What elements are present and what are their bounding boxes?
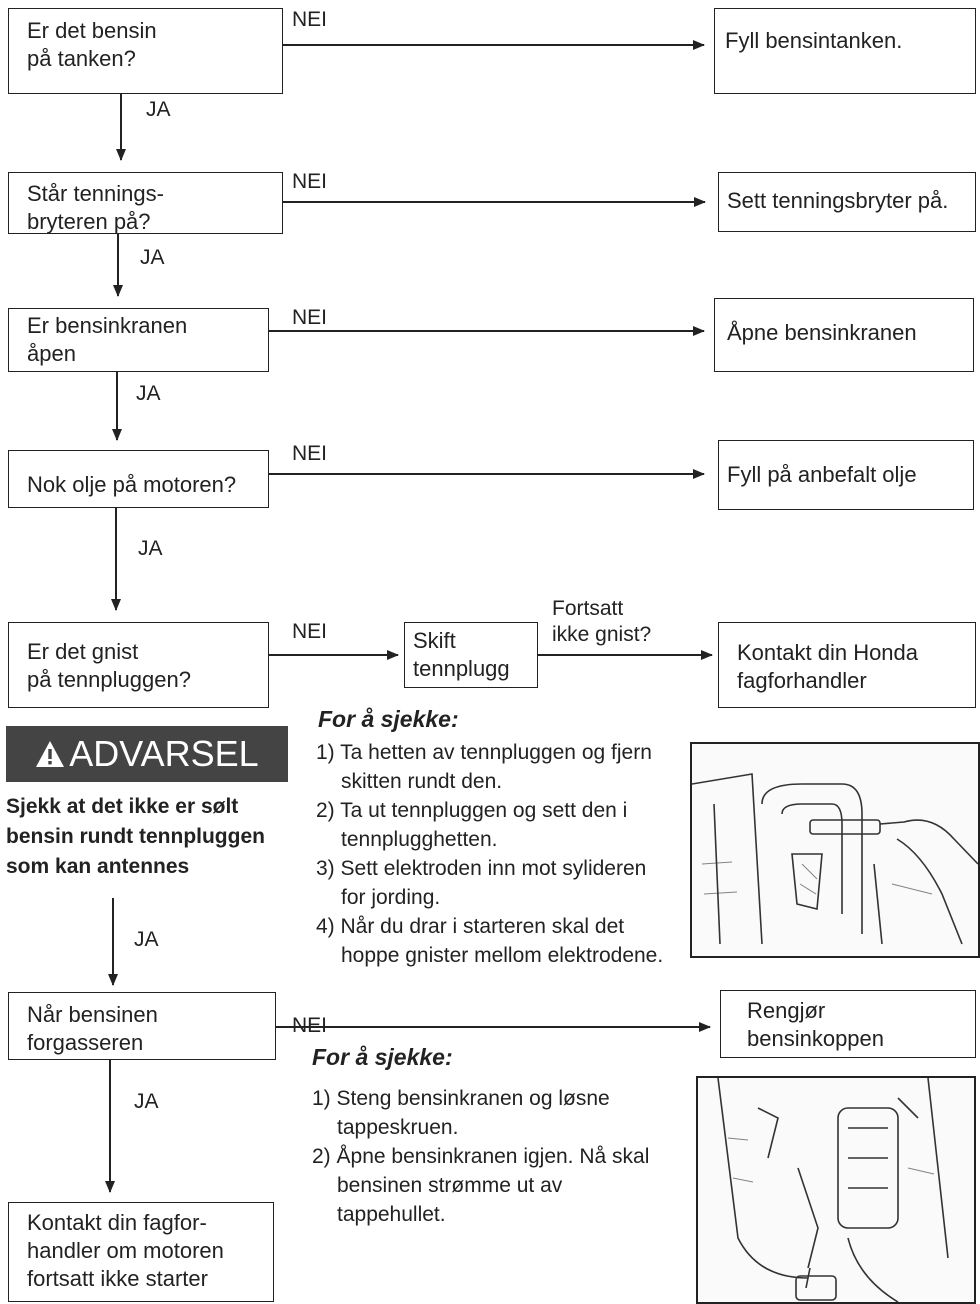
box-line: Rengjør <box>747 998 826 1023</box>
box-line: fortsatt ikke starter <box>27 1266 208 1291</box>
box-line: Kontakt din Honda <box>737 640 919 665</box>
question-spark-plug-spark: Er det gnist på tennpluggen? <box>8 622 269 708</box>
box-line: åpen <box>27 341 76 366</box>
no-label: NEI <box>292 442 328 465</box>
no-label: NEI <box>292 306 328 329</box>
box-line: Er det gnist <box>27 639 139 664</box>
no-label: NEI <box>292 620 328 643</box>
warning-title: ADVARSEL <box>69 733 259 774</box>
box-line: Er det bensin <box>27 18 157 43</box>
yes-label: JA <box>138 537 163 560</box>
step-item: 1) Steng bensinkranen og løsne tappeskru… <box>312 1087 610 1139</box>
label-line: ikke gnist? <box>552 623 652 646</box>
step-item: 1) Ta hetten av tennpluggen og fjern ski… <box>316 741 652 793</box>
yes-label: JA <box>136 382 161 405</box>
question-engine-oil: Nok olje på motoren? <box>8 450 269 508</box>
warning-line: som kan antennes <box>6 855 190 878</box>
box-line: fagforhandler <box>737 668 867 693</box>
box-line: tennplugg <box>413 656 510 681</box>
box-line: Står tennings- <box>27 181 164 206</box>
action-turn-on-ignition: Sett tenningsbryter på. <box>718 172 976 232</box>
question-fuel-valve-open: Er bensinkranen åpen <box>8 308 269 372</box>
box-line: Sett tenningsbryter på. <box>727 188 949 213</box>
step-item: 3) Sett elektroden inn mot sylideren for… <box>316 857 647 909</box>
action-clean-fuel-cup: Rengjør bensinkoppen <box>720 990 976 1058</box>
spark-plug-test-illustration <box>690 742 980 958</box>
action-contact-honda-dealer: Kontakt din Honda fagforhandler <box>718 622 976 708</box>
box-line: Er bensinkranen <box>27 313 188 338</box>
label-line: Fortsatt <box>552 597 624 620</box>
box-line: på tanken? <box>27 46 136 71</box>
box-line: forgasseren <box>27 1030 144 1055</box>
final-contact-dealer: Kontakt din fagfor- handler om motoren f… <box>8 1202 274 1302</box>
fuel-drain-drawing <box>717 1077 949 1303</box>
box-line: handler om motoren <box>27 1238 224 1263</box>
box-line: bryteren på? <box>27 209 151 234</box>
yes-label: JA <box>134 928 159 951</box>
action-replace-spark-plug: Skift tennplugg <box>404 622 538 688</box>
check-spark-steps: 1) Ta hetten av tennpluggen og fjern ski… <box>316 738 666 970</box>
check-spark-header: For å sjekke: <box>318 706 459 732</box>
step-item: 2) Ta ut tennpluggen og sett den i tennp… <box>316 799 628 851</box>
yes-label: JA <box>146 98 171 121</box>
spark-plug-drawing <box>691 773 979 945</box>
warning-line: bensin rundt tennpluggen <box>6 825 265 848</box>
box-line: Nok olje på motoren? <box>27 472 237 497</box>
box-line: bensinkoppen <box>747 1026 885 1051</box>
question-fuel-reaches-carburetor: Når bensinen forgasseren <box>8 992 276 1060</box>
no-label: NEI <box>292 170 328 193</box>
box-line: Skift <box>413 628 456 653</box>
warning-triangle-icon <box>36 741 65 767</box>
action-add-recommended-oil: Fyll på anbefalt olje <box>718 440 974 510</box>
yes-label: JA <box>140 246 165 269</box>
box-line: Åpne bensinkranen <box>727 320 917 345</box>
fuel-drain-illustration <box>696 1076 976 1304</box>
question-ignition-switch: Står tennings- bryteren på? <box>8 172 283 234</box>
yes-label: JA <box>134 1090 159 1113</box>
warning-banner: ADVARSEL <box>6 726 288 782</box>
step-item: 2) Åpne bensinkranen igjen. Nå skal bens… <box>312 1145 650 1226</box>
box-line: Fyll på anbefalt olje <box>727 462 917 487</box>
box-line: på tennpluggen? <box>27 667 191 692</box>
box-line: Når bensinen <box>27 1002 158 1027</box>
action-open-fuel-valve: Åpne bensinkranen <box>714 298 974 372</box>
box-line: Fyll bensintanken. <box>725 28 903 53</box>
still-no-spark-label: Fortsatt ikke gnist? <box>552 596 651 648</box>
check-fuel-steps: 1) Steng bensinkranen og løsne tappeskru… <box>312 1084 652 1229</box>
box-line: Kontakt din fagfor- <box>27 1210 207 1235</box>
warning-line: Sjekk at det ikke er sølt <box>6 795 239 818</box>
no-label: NEI <box>292 8 328 31</box>
check-fuel-header: For å sjekke: <box>312 1044 453 1070</box>
action-fill-fuel-tank: Fyll bensintanken. <box>714 8 976 94</box>
warning-text: Sjekk at det ikke er sølt bensin rundt t… <box>6 792 298 882</box>
no-label: NEI <box>292 1014 328 1037</box>
step-item: 4) Når du drar i starteren skal det hopp… <box>316 915 664 967</box>
question-fuel-in-tank: Er det bensin på tanken? <box>8 8 283 94</box>
